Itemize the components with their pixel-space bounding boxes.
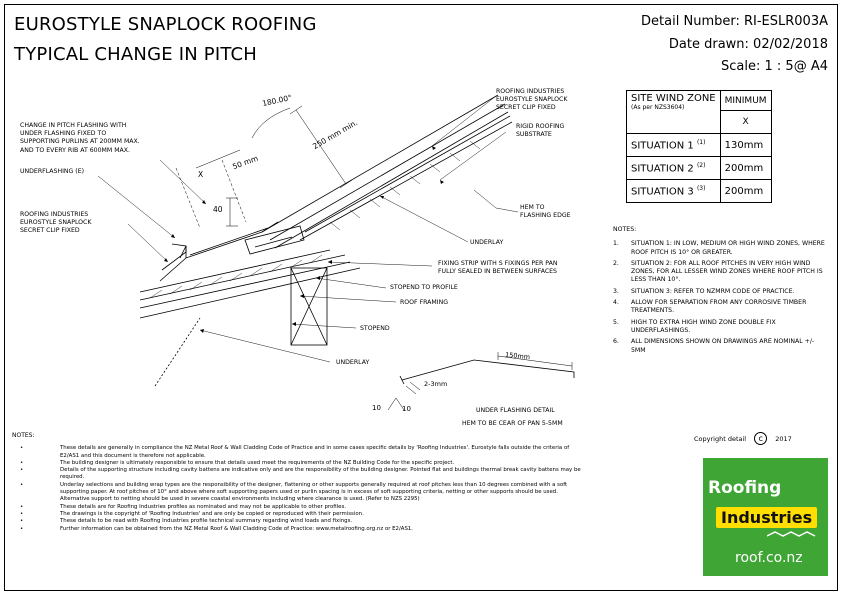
upper-roof-sheet [261,94,499,233]
hem-to-flashing-label: HEM TO FLASHING EDGE [520,204,571,220]
change-pitch-flashing [185,221,279,259]
list-item: 1.SITUATION 1: IN LOW, MEDIUM OR HIGH WI… [613,240,825,256]
notes-right: NOTES: 1.SITUATION 1: IN LOW, MEDIUM OR … [613,226,828,358]
clip-right-label: ROOFING INDUSTRIES EUROSTYLE SNAPLOCK SE… [496,88,568,112]
list-item: •The building designer is ultimately res… [20,459,455,466]
clip-left-label: ROOFING INDUSTRIES EUROSTYLE SNAPLOCK SE… [20,211,92,235]
table-row: SITUATION 1 (1) 130mm [626,133,772,157]
list-item: •These details are for Roofing Industrie… [20,503,346,510]
list-item: •These details to be read with Roofing I… [20,518,353,525]
stopend-profile-label: STOPEND TO PROFILE [390,284,458,291]
lower-roof-sheet [139,261,351,309]
dim-40-label: 40 [213,205,223,214]
scale: Scale: 1 : 5@ A4 [721,59,828,74]
notes-bottom-heading: NOTES: [12,432,35,439]
table-row: SITUATION 3 (3) 200mm [626,179,772,203]
fixing-strip-label: FIXING STRIP WITH S FIXINGS PER PAN FULL… [438,260,558,276]
notes-right-heading: NOTES: [613,226,637,233]
hem-clear-note: HEM TO BE CEAR OF PAN 5-5mm [462,420,563,427]
date-drawn: Date drawn: 02/02/2018 [668,37,828,52]
notes-bottom: NOTES: •These details are generally in c… [12,432,582,533]
list-item: •Details of the supporting structure inc… [20,467,581,481]
list-item: 4.ALLOW FOR SEPARATION FROM ANY CORROSIV… [613,299,807,315]
drawing-title: EUROSTYLE SNAPLOCK ROOFING [14,14,317,35]
list-item: •These details are generally in complian… [20,445,570,459]
wind-zone-table: SITE WIND ZONE (As per NZS3604) MINIMUM … [626,90,772,203]
change-pitch-label: CHANGE IN PITCH FLASHING WITH UNDER FLAS… [20,122,140,154]
detail-10b-label: 10 [402,405,411,413]
list-item: 3.SITUATION 3: REFER TO NZMRM CODE OF PR… [613,287,795,295]
underflashing-label: UNDERFLASHING (E) [20,168,85,175]
detail-10a-label: 10 [372,404,381,412]
logo-swoosh-icon [767,531,816,537]
roof-framing-label: ROOF FRAMING [400,299,448,306]
list-item: •Further information can be obtained fro… [20,525,414,532]
list-item: •The drawings is the copyright of 'Roofi… [20,510,364,517]
roofing-industries-logo: Roofing Industries roof.co.nz [703,458,828,576]
copyright: Copyright detail c 2017 [694,432,792,445]
detail-number: Detail Number: RI-ESLR003A [641,14,828,29]
table-row: SITUATION 2 (2) 200mm [626,156,772,180]
detail-2-3-label: 2-3mm [424,380,448,388]
drawing-subtitle: TYPICAL CHANGE IN PITCH [14,44,258,65]
copyright-icon: c [754,432,768,445]
underlay-label-upper: UNDERLAY [470,239,504,246]
underflashing-detail [401,359,575,381]
site-wind-zone-header: SITE WIND ZONE (As per NZS3604) [626,90,721,134]
minimum-header: MINIMUM [719,90,772,111]
roof-framing [290,267,328,346]
list-item: 5.HIGH TO EXTRA HIGH WIND ZONE DOUBLE FI… [613,318,776,334]
list-item: •Underlay selections and building wrap t… [20,481,568,503]
stopend-label: STOPEND [360,325,390,332]
underlay-label-lower: UNDERLAY [336,359,370,366]
rigid-roofing-label: RIGID ROOFING SUBSTRATE [516,123,565,139]
list-item: 2.SITUATION 2: FOR ALL ROOF PITCHES IN V… [613,259,823,284]
drawing-sheet [4,4,838,591]
stopend [244,225,305,255]
x-header: X [719,110,772,134]
list-item: 6.ALL DIMENSIONS SHOWN ON DRAWINGS ARE N… [613,338,815,354]
underflashing-detail-title: UNDER FLASHING DETAIL [476,407,555,414]
dim-x-label: X [198,170,204,179]
